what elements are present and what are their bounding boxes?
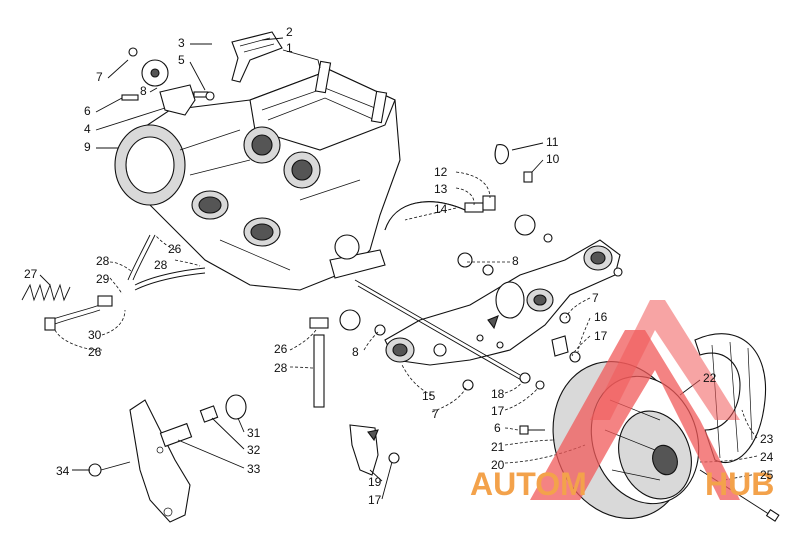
callout-14: 14	[434, 202, 448, 216]
callout-8b: 8	[512, 254, 519, 268]
watermark-triangle-inner	[590, 300, 740, 420]
watermark-text-left: AUTOM	[470, 466, 587, 502]
callout-28b: 28	[154, 258, 168, 272]
engine-mount-plate	[384, 239, 621, 366]
hose-group	[21, 144, 533, 331]
callout-17b: 17	[491, 404, 505, 418]
vertical-hose	[309, 317, 329, 408]
callout-28a: 28	[96, 254, 110, 268]
callout-25: 25	[760, 468, 774, 482]
watermark-text-right: HUB	[705, 466, 774, 502]
linkage-rod	[354, 279, 531, 384]
callout-20: 20	[491, 458, 505, 472]
callout-6b: 6	[494, 421, 501, 435]
callout-30: 30	[88, 328, 102, 342]
callout-18: 18	[491, 387, 505, 401]
callout-17c: 17	[368, 493, 382, 507]
callout-34: 34	[56, 464, 70, 478]
callout-9: 9	[84, 140, 91, 154]
callout-31: 31	[247, 426, 261, 440]
callout-7c: 7	[432, 407, 439, 421]
engine-lift-handle	[231, 31, 283, 83]
callout-26c: 26	[274, 342, 288, 356]
callout-32: 32	[247, 443, 261, 457]
callout-26a: 26	[168, 242, 182, 256]
callout-8c: 8	[352, 345, 359, 359]
callout-29: 29	[96, 272, 110, 286]
callout-2a: 2	[286, 25, 293, 39]
callout-11: 11	[546, 135, 559, 149]
callout-7b: 7	[592, 291, 599, 305]
callout-22: 22	[703, 371, 717, 385]
callout-7a: 7	[96, 70, 103, 84]
watermark-logo: AUTOM HUB	[470, 300, 774, 502]
lower-bracket-group	[88, 394, 247, 523]
callout-13: 13	[434, 182, 448, 196]
callout-19: 19	[368, 475, 382, 489]
callout-6a: 6	[84, 104, 91, 118]
callout-15: 15	[422, 389, 436, 403]
callout-26b: 26	[88, 345, 102, 359]
callout-16: 16	[594, 310, 608, 324]
callout-10: 10	[546, 152, 560, 166]
callout-5: 5	[178, 53, 185, 67]
callout-12: 12	[434, 165, 448, 179]
callout-8a: 8	[140, 84, 147, 98]
callout-17a: 17	[594, 329, 608, 343]
watermark-triangle-outer	[530, 330, 740, 500]
callout-3: 3	[178, 36, 185, 50]
callout-4: 4	[84, 122, 91, 136]
callout-28c: 28	[274, 361, 288, 375]
callout-24: 24	[760, 450, 774, 464]
callout-27: 27	[24, 267, 38, 281]
callout-21: 21	[491, 440, 505, 454]
callout-23: 23	[760, 432, 774, 446]
callout-33: 33	[247, 462, 261, 476]
callout-1: 1	[286, 41, 293, 55]
engine-assembly	[114, 60, 401, 291]
small-bracket	[349, 424, 400, 476]
gear-bracket-group	[121, 47, 215, 116]
